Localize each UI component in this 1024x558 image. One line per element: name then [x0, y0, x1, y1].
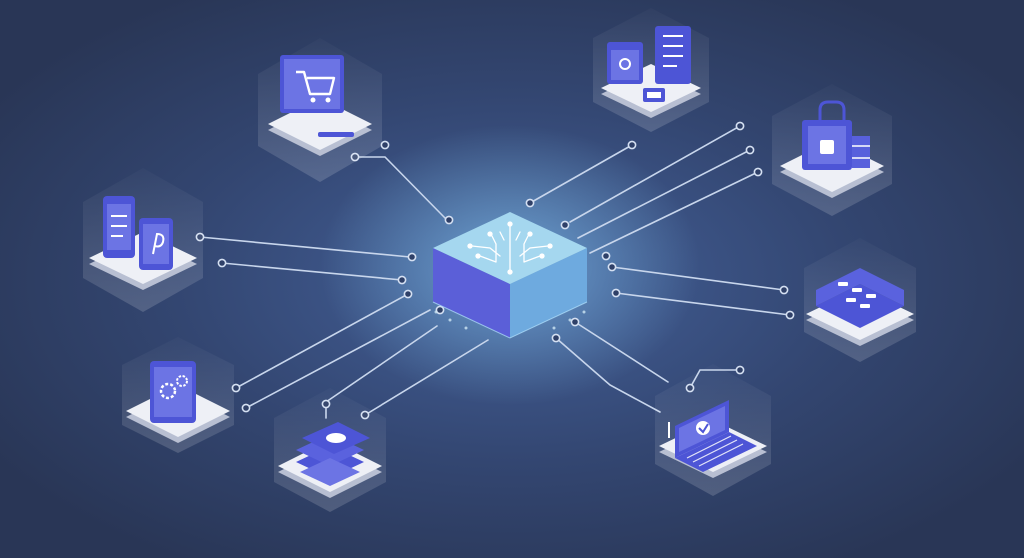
connector-dot	[735, 365, 745, 375]
connector-line	[221, 262, 403, 281]
circuit-chip-icon	[467, 221, 553, 275]
connector-dot	[380, 140, 390, 150]
node-laptop-checkmark	[655, 364, 771, 496]
connector-line	[529, 144, 633, 204]
node-tablet-settings	[122, 337, 234, 453]
shopping-cart-icon	[280, 55, 354, 137]
hub-cube-left-face	[433, 248, 510, 338]
connector-line	[354, 156, 446, 219]
connector-line	[615, 292, 791, 316]
node-documents-lock	[593, 8, 709, 132]
connector-dot	[607, 262, 617, 272]
connector-dot	[785, 310, 795, 320]
settings-gears-icon	[150, 361, 196, 423]
connector-line	[555, 337, 661, 413]
connector-lines	[199, 125, 791, 419]
connector-dot	[241, 403, 251, 413]
hub-cube	[432, 212, 588, 339]
document-lock-icon	[607, 26, 691, 102]
connector-line	[569, 125, 741, 223]
connector-dot	[444, 215, 454, 225]
connector-line	[611, 266, 785, 291]
connector-dot	[560, 220, 570, 230]
connector-dot	[601, 251, 611, 261]
node-shopping-bag	[772, 84, 892, 216]
connector-dot	[753, 167, 763, 177]
node-keyboard-device	[804, 238, 916, 362]
connector-dot	[403, 289, 413, 299]
connector-line	[589, 171, 759, 254]
hub-cube-right-face	[510, 248, 587, 338]
connector-dot	[217, 258, 227, 268]
connector-dot	[407, 252, 417, 262]
connector-dot	[570, 317, 580, 327]
connector-dot	[611, 288, 621, 298]
connector-dot	[551, 333, 561, 343]
connector-dot	[525, 198, 535, 208]
node-shopping-cart	[258, 38, 382, 182]
connector-dot	[735, 121, 745, 131]
connector-line	[577, 149, 751, 239]
card-terminal-icon	[296, 422, 370, 486]
node-mobile-payment	[83, 168, 203, 312]
connector-dot	[627, 140, 637, 150]
mobile-payment-icon	[103, 196, 173, 270]
connector-dot	[779, 285, 789, 295]
laptop-check-icon	[668, 400, 757, 472]
connector-dot	[745, 145, 755, 155]
connector-line	[245, 309, 431, 409]
shopping-bag-icon	[802, 100, 870, 170]
keyboard-icon	[816, 268, 904, 328]
connector-line	[235, 293, 409, 389]
node-credit-card-terminal	[274, 388, 386, 512]
connector-dot	[397, 275, 407, 285]
connector-line	[364, 339, 489, 416]
connector-dot	[435, 305, 445, 315]
connector-line	[199, 236, 411, 258]
connector-line	[574, 321, 669, 383]
